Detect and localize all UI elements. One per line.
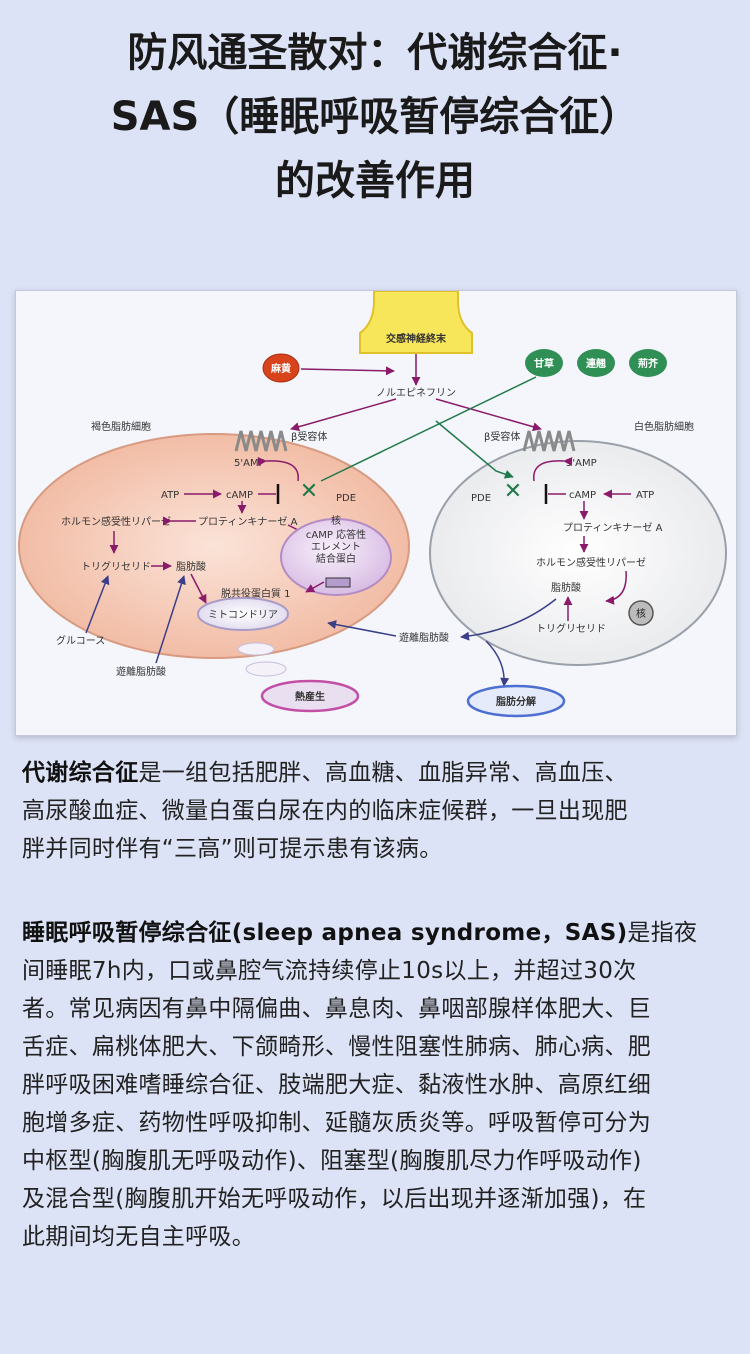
norepinephrine-label: ノルエピネフリン (376, 387, 456, 399)
para2-line-2: 间睡眠7h内，口或鼻腔气流持续停止10s以上，并超过30次 (22, 958, 637, 984)
creb-line-1: cAMP 応答性 (306, 528, 366, 541)
metabolic-syndrome-paragraph: 代谢综合征是一组包括肥胖、高血糖、血脂异常、高血压、 高尿酸血症、微量白蛋白尿在… (22, 754, 732, 868)
nerve-ending-label: 交感神経終末 (386, 332, 447, 345)
title-line-2: SAS（睡眠呼吸暂停综合征） (110, 94, 640, 140)
herb-node-lianqiao (577, 349, 615, 377)
arrow-amp-right (533, 456, 573, 482)
tg-label-right: トリグリセリド (536, 622, 606, 635)
herb-node-gancao (525, 349, 563, 377)
tg-label-left: トリグリセリド (81, 560, 151, 573)
brown-cell-label: 褐色脂肪細胞 (91, 420, 151, 433)
heat-production-node (260, 679, 360, 713)
para2-line-8: 及混合型(胸腹肌开始无呼吸动作，以后出现并逐渐加强)，在 (22, 1186, 647, 1212)
beta-receptor-left (234, 430, 288, 452)
sas-paragraph: 睡眠呼吸暂停综合征(sleep apnea syndrome，SAS)是指夜 间… (22, 914, 732, 1256)
pde-label-right: PDE (471, 493, 491, 504)
arrow-amp-left (257, 456, 299, 482)
herb-node-jingjie (629, 349, 667, 377)
pka-label-left: プロティンキナーゼ A (198, 516, 298, 528)
brown-fat-cell (18, 433, 410, 659)
title-line-3: 的改善作用 (275, 158, 475, 204)
heat-label: 熱産生 (295, 690, 325, 703)
pka-label-right: プロティンキナーゼ A (563, 522, 663, 534)
beta-receptor-label-left: β受容体 (291, 430, 327, 443)
camp-label-left: cAMP (226, 490, 253, 501)
para2-line-5: 胖呼吸困难嗜睡综合征、肢端肥大症、黏液性水肿、高原红细 (22, 1072, 652, 1098)
heat-bubble-2 (245, 661, 287, 677)
nucleus-right (628, 600, 654, 626)
para2-line-6: 胞增多症、药物性呼吸抑制、延髓灰质炎等。呼吸暂停可分为 (22, 1110, 652, 1136)
amp-label-left: 5'AMP (234, 458, 265, 469)
beta-receptor-right (522, 430, 576, 452)
arrow-fa-free-right (460, 598, 557, 641)
mahuang-label: 麻黄 (270, 362, 291, 375)
ucp1-gene-box (325, 577, 351, 588)
fa-label-left: 脂肪酸 (176, 560, 206, 573)
arrow-glucose-tg (85, 575, 110, 634)
heat-bubble-1 (237, 642, 275, 656)
beta-receptor-label-right: β受容体 (484, 430, 520, 443)
metabolic-syndrome-term: 代谢综合征 (22, 760, 139, 786)
free-fa-label-right: 遊離脂肪酸 (399, 631, 449, 644)
arrow-hsl-fa-right (605, 570, 627, 605)
title-line-1: 防风通圣散对：代谢综合征· (127, 30, 623, 76)
para2-line-3: 者。常见病因有鼻中隔偏曲、鼻息肉、鼻咽部腺样体肥大、巨 (22, 996, 652, 1022)
nucleus-label-right: 核 (636, 607, 646, 620)
para2-line-1: 是指夜 (627, 920, 698, 946)
arrow-gene-ucp1 (305, 581, 325, 593)
arrow-ne-left (290, 398, 397, 432)
fa-label-right: 脂肪酸 (551, 581, 581, 594)
herb-label-gancao: 甘草 (534, 357, 554, 370)
mechanism-diagram: 交感神経終末 麻黄 甘草 連翹 荊芥 ノルエピネフリン 褐色脂肪細胞 白色脂肪細… (15, 290, 737, 736)
mahuang-node (262, 353, 300, 383)
mitochondria (197, 597, 289, 631)
pde-inhibit-x-left: ✕ (300, 479, 318, 504)
lipolysis-node (466, 684, 566, 718)
arrow-mahuang (300, 366, 395, 376)
arrow-freefa-fa (155, 575, 186, 664)
hsl-label-left: ホルモン感受性リパーゼ (61, 515, 171, 528)
nucleus-left (280, 518, 392, 596)
mito-label: ミトコンドリア (208, 610, 278, 621)
para2-line-4: 舌症、扁桃体肥大、下颌畸形、慢性阻塞性肺病、肺心病、肥 (22, 1034, 652, 1060)
sas-term: 睡眠呼吸暂停综合征(sleep apnea syndrome，SAS) (22, 920, 628, 946)
para1-line-2: 高尿酸血症、微量白蛋白尿在内的临床症候群，一旦出现肥 (22, 798, 628, 824)
arrow-fa-mito (190, 573, 207, 604)
sympathetic-nerve-ending (359, 291, 473, 354)
herb-line-left (320, 376, 537, 482)
camp-label-right: cAMP (569, 490, 596, 501)
ucp1-label: 脱共役蛋白質 1 (221, 587, 291, 600)
creb-line-2: エレメント (311, 542, 361, 553)
herb-label-jingjie: 荊芥 (637, 357, 659, 370)
white-cell-label: 白色脂肪細胞 (634, 420, 694, 433)
lipolysis-label: 脂肪分解 (495, 695, 536, 708)
para2-line-9: 此期间均无自主呼吸。 (22, 1224, 255, 1250)
pde-inhibit-x-right: ✕ (504, 479, 522, 504)
para2-line-7: 中枢型(胸腹肌无呼吸动作)、阻塞型(胸腹肌尽力作呼吸动作) (22, 1148, 642, 1174)
para1-line-3: 胖并同时伴有“三高”则可提示患有该病。 (22, 836, 443, 862)
free-fa-label-left: 遊離脂肪酸 (116, 665, 166, 678)
para1-line-1: 是一组包括肥胖、高血糖、血脂异常、高血压、 (138, 760, 628, 786)
arrow-to-lipolysis (485, 640, 510, 687)
page-title: 防风通圣散对：代谢综合征· SAS（睡眠呼吸暂停综合征） 的改善作用 (0, 26, 750, 218)
pde-label-left: PDE (336, 493, 356, 504)
creb-line-3: 結合蛋白 (316, 552, 356, 565)
atp-label-left: ATP (161, 490, 179, 501)
herb-label-lianqiao: 連翹 (586, 357, 606, 370)
nucleus-label-left: 核 (331, 514, 341, 527)
glucose-label: グルコース (56, 634, 105, 647)
amp-label-right: 5'AMP (566, 458, 597, 469)
atp-label-right: ATP (636, 490, 654, 501)
herb-line-right (435, 420, 514, 479)
hsl-label-right: ホルモン感受性リパーゼ (536, 556, 646, 569)
arrow-free-to-brown (327, 620, 397, 637)
arrow-ne-right (435, 398, 542, 432)
